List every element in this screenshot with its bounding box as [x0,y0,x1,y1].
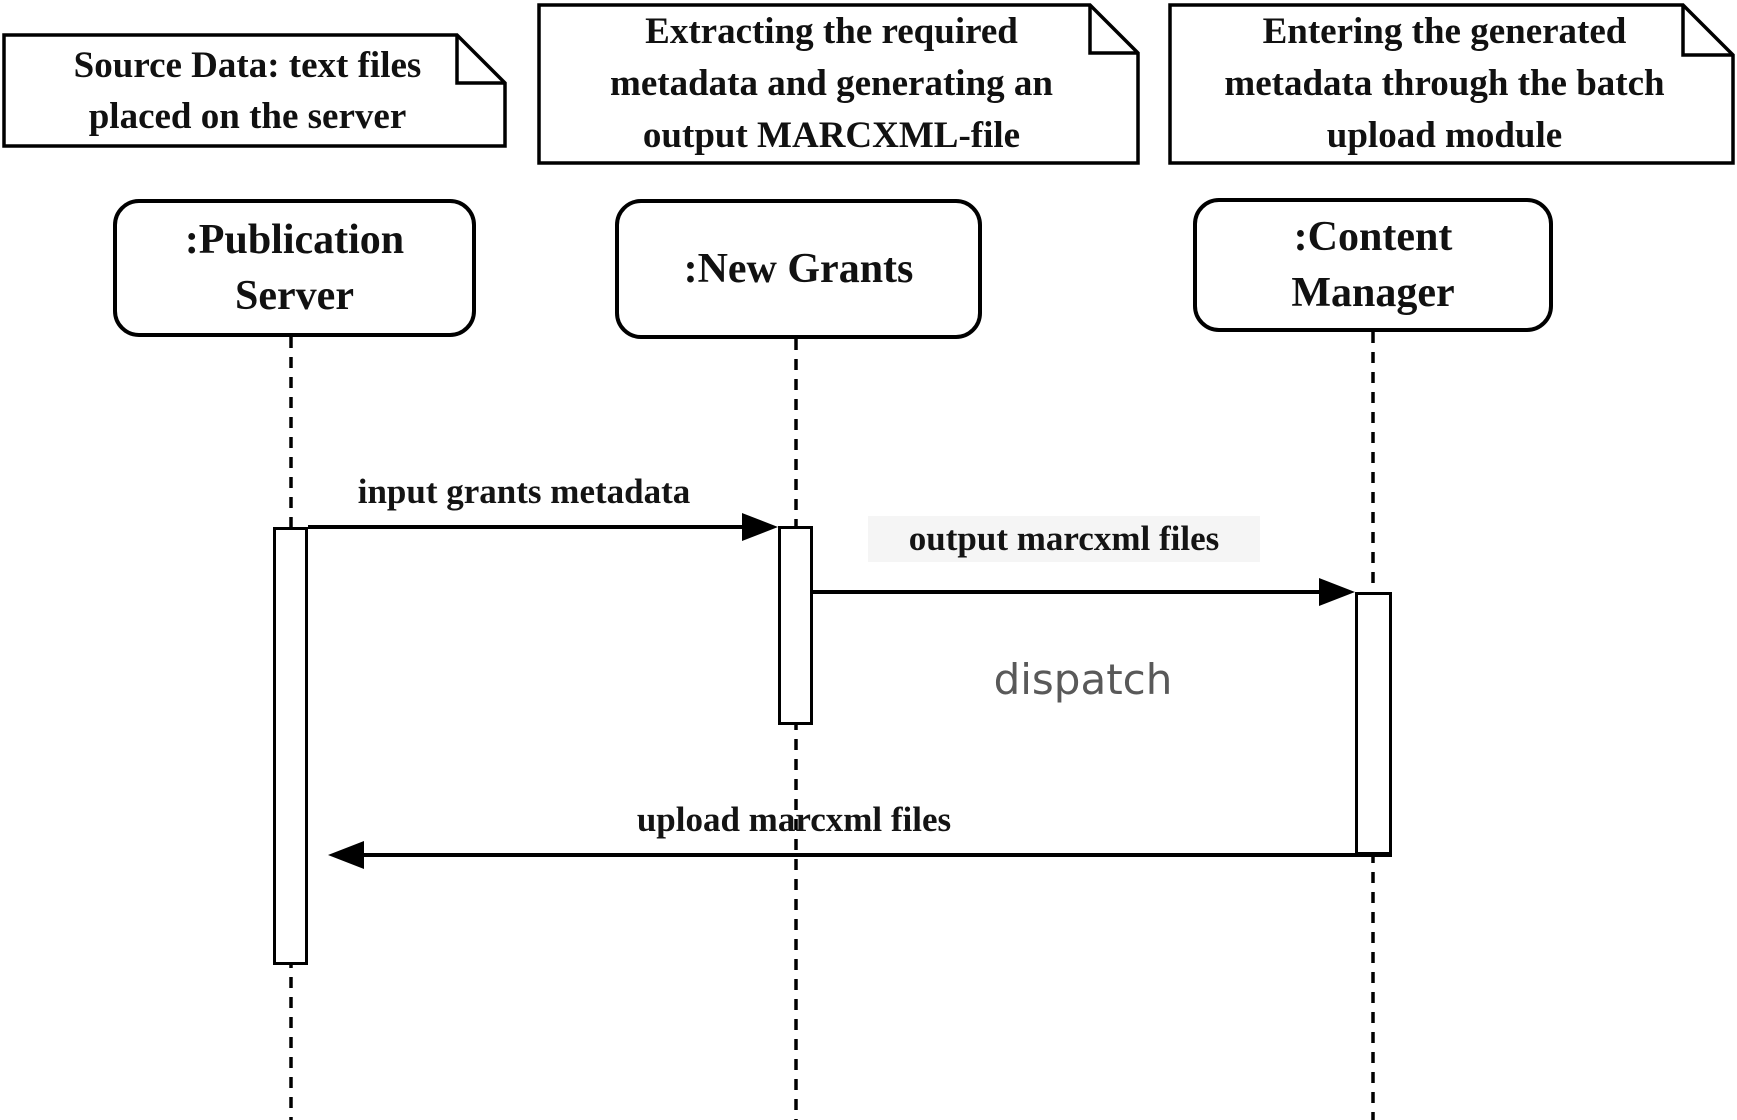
dispatch-annotation: dispatch [993,655,1173,704]
activation-bar-publication-server [273,527,308,965]
note-text: Extracting the required metadata and gen… [537,3,1126,165]
note-line: Source Data: text files [73,44,422,86]
note-entering-metadata: Entering the generated metadata through … [1168,3,1735,165]
activation-bar-new-grants [778,526,813,725]
note-fold-icon [1088,5,1138,55]
note-line: Extracting the required [645,11,1018,52]
note-text: Source Data: text files placed on the se… [2,33,493,148]
note-fold-icon [1681,5,1733,57]
note-line: placed on the server [88,95,407,137]
activation-bar-content-manager [1355,592,1392,855]
note-line: Entering the generated [1262,11,1627,52]
note-line: metadata and generating an [610,63,1053,104]
lifeline-head-publication-server: :Publication Server [113,199,476,337]
note-outline-icon [537,3,1140,165]
message-arrow-input-grants-metadata [308,513,778,541]
note-text: Entering the generated metadata through … [1168,3,1721,165]
note-extracting-metadata: Extracting the required metadata and gen… [537,3,1140,165]
message-label-output-marcxml-files: output marcxml files [868,516,1260,562]
lifeline-label-line: Server [235,273,354,319]
message-arrow-output-marcxml-files [813,578,1355,606]
note-source-data: Source Data: text files placed on the se… [2,33,507,148]
lifeline-label-line: :Content [1293,214,1453,260]
message-arrow-upload-marcxml-files [328,841,1392,869]
lifeline-head-new-grants: :New Grants [615,199,982,339]
lifeline-head-content-manager: :Content Manager [1193,198,1553,332]
message-label-upload-marcxml-files: upload marcxml files [636,800,952,839]
arrowhead-right-icon [1319,578,1355,606]
note-line: output MARCXML-file [642,115,1021,156]
lifeline-label-line: :New Grants [683,246,914,292]
arrowhead-left-icon [328,841,364,869]
note-fold-icon [455,35,505,85]
note-outline-icon [1168,3,1735,165]
message-label-input-grants-metadata: input grants metadata [357,472,691,511]
note-line: upload module [1326,115,1563,156]
note-line: metadata through the batch [1224,63,1665,104]
lifeline-label-line: Manager [1291,270,1455,316]
arrowhead-right-icon [742,513,778,541]
note-outline-icon [2,33,507,148]
lifeline-label-line: :Publication [184,217,405,263]
